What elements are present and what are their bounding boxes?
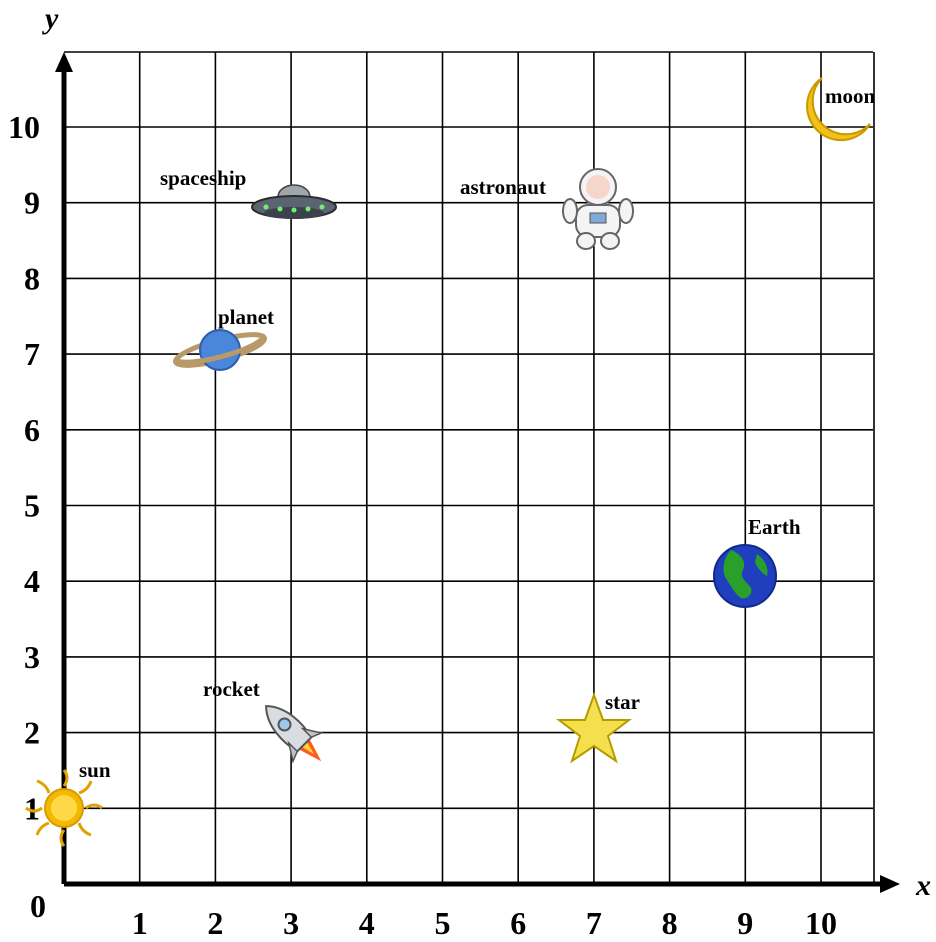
x-tick-label: 8 [662,905,678,941]
y-tick-label: 9 [24,185,40,221]
astronaut-marker: astronaut [460,168,634,250]
y-tick-label: 10 [8,109,40,145]
sun-icon [25,769,103,847]
planet-icon [172,329,268,371]
spaceship-marker: spaceship [160,166,337,219]
rocket-icon [265,705,324,764]
x-tick-label: 7 [586,905,602,941]
earth-marker: Earth [713,515,801,608]
astronaut-label: astronaut [460,175,546,199]
moon-label: moon [825,84,875,108]
spaceship-icon [251,184,337,219]
x-tick-label: 3 [283,905,299,941]
y-tick-label: 1 [24,790,40,826]
spaceship-label: spaceship [160,166,246,190]
grid-lines [64,51,875,884]
x-tick-label: 6 [510,905,526,941]
moon-marker: moon [806,77,875,142]
x-tick-label: 10 [805,905,837,941]
planet-marker: planet [172,305,274,371]
y-axis-arrow [55,52,73,72]
y-tick-label: 4 [24,563,40,599]
y-tick-label: 3 [24,639,40,675]
earth-icon [713,544,777,608]
star-label: star [605,690,640,714]
y-tick-label: 6 [24,412,40,448]
astronaut-icon [562,168,634,250]
y-tick-label: 2 [24,715,40,751]
x-tick-labels: 1 2 3 4 5 6 7 8 9 10 [132,905,837,941]
star-icon [556,692,632,764]
x-axis-label: x [915,869,931,902]
sun-label: sun [79,758,111,782]
y-axis-label: y [42,2,59,35]
moon-icon [806,77,871,142]
planet-label: planet [218,305,274,329]
y-tick-label: 7 [24,336,40,372]
rocket-marker: rocket [203,677,324,764]
rocket-label: rocket [203,677,260,701]
y-tick-label: 8 [24,260,40,296]
y-tick-label: 5 [24,488,40,524]
x-tick-label: 5 [435,905,451,941]
y-tick-labels: 1 2 3 4 5 6 7 8 9 10 [8,109,40,826]
star-marker: star [556,690,640,764]
x-axis-arrow [880,875,900,893]
earth-label: Earth [748,515,801,539]
x-tick-label: 1 [132,905,148,941]
sun-marker: sun [25,758,111,847]
x-tick-label: 2 [207,905,223,941]
x-tick-label: 9 [737,905,753,941]
origin-label: 0 [30,888,46,924]
x-tick-label: 4 [359,905,375,941]
